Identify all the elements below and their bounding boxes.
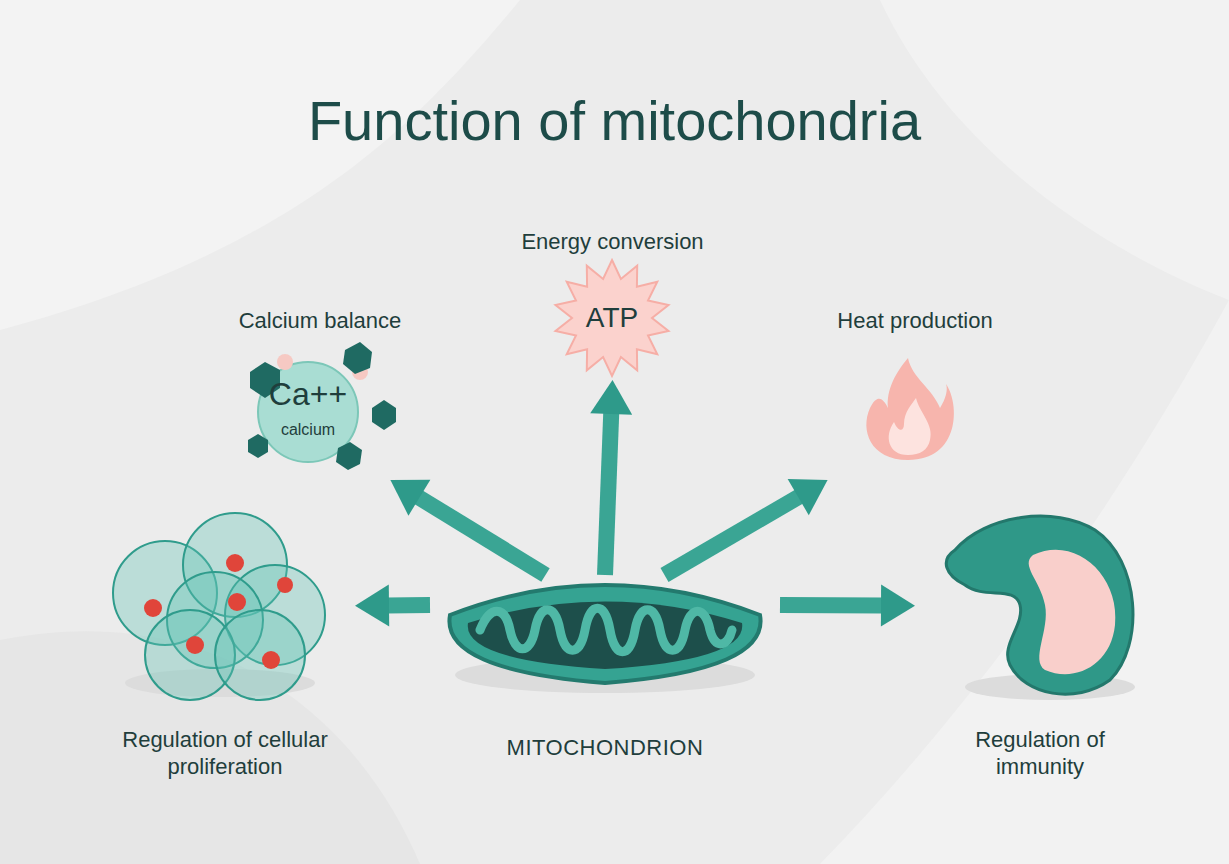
mitochondrion: MITOCHONDRION <box>430 575 780 775</box>
cell-cluster-illustration <box>95 505 355 705</box>
ion-name: calcium <box>198 420 418 440</box>
ion-symbol: Ca++ <box>198 375 418 414</box>
arrow-connector <box>665 479 828 575</box>
node-label: MITOCHONDRION <box>430 735 780 762</box>
calcium-ion: Calcium balanceCa++calcium <box>210 300 430 480</box>
node-heading: Calcium balance <box>210 308 430 335</box>
arrow-connector <box>590 380 632 575</box>
atp-label: ATP <box>490 301 735 335</box>
cell-cluster: Regulation of cellular proliferation <box>95 505 355 785</box>
node-label: Regulation of immunity <box>940 727 1140 781</box>
arrow-connector <box>390 480 545 575</box>
arrow-connector <box>355 584 430 626</box>
title: Function of mitochondria <box>0 88 1229 153</box>
node-heading: Heat production <box>800 308 1030 335</box>
atp-starburst: Energy conversionATP <box>490 225 735 380</box>
immune-cell-illustration <box>915 505 1165 705</box>
immune-cell: Regulation of immunity <box>915 505 1165 785</box>
arrow-connector <box>780 585 915 627</box>
node-heading: Energy conversion <box>490 229 735 256</box>
node-label: Regulation of cellular proliferation <box>105 727 345 781</box>
flame: Heat production <box>800 300 1030 480</box>
